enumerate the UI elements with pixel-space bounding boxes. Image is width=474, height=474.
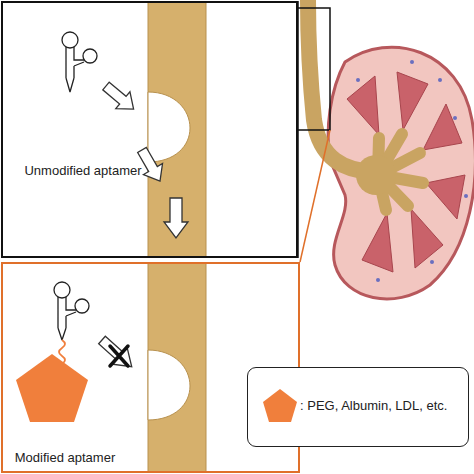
pentagon-sample: [263, 389, 297, 422]
blocked-arrow: [95, 332, 139, 375]
tubule-wall: [148, 2, 206, 257]
aptamer-loop: [62, 32, 78, 48]
tubule-edge: [206, 264, 207, 472]
pore: [148, 350, 190, 420]
legend-label: : PEG, Albumin, LDL, etc.: [300, 398, 447, 413]
panel-label: Unmodified aptamer: [24, 163, 141, 178]
pelvis-core: [356, 155, 396, 195]
ureter: [308, 0, 372, 172]
flow-arrow: [99, 78, 141, 118]
pyramid: [423, 104, 462, 150]
tubule-edge: [206, 2, 207, 257]
renal-pelvis: [308, 0, 423, 210]
pyramid: [397, 72, 428, 130]
bottom-inset-art: [16, 264, 206, 472]
dot: [410, 60, 414, 64]
legend-row: : PEG, Albumin, LDL, etc.: [248, 368, 468, 444]
dot: [356, 78, 360, 82]
zoom-leader: [300, 130, 330, 262]
aptamer-stem: [58, 297, 76, 340]
aptamer-loop: [54, 282, 70, 298]
panel-label: Modified aptamer: [15, 450, 115, 465]
pyramid: [426, 175, 465, 219]
tubule-wall: [148, 264, 206, 472]
aptamer-loop: [75, 299, 89, 313]
pyramid: [411, 209, 443, 268]
glomeruli-dots: [356, 60, 468, 282]
flow-arrows: [99, 78, 188, 238]
pentagon-carrier: [16, 354, 88, 422]
dot: [376, 278, 380, 282]
legend-box: : PEG, Albumin, LDL, etc.: [247, 367, 469, 447]
dot: [453, 116, 457, 120]
aptamer-icon: [62, 32, 97, 92]
block-cross: [110, 346, 128, 366]
pore: [148, 92, 190, 162]
aptamer-icon: [54, 282, 89, 340]
pyramid: [362, 213, 393, 272]
pyramid: [347, 76, 379, 135]
flow-arrow: [164, 198, 188, 238]
dot: [430, 260, 434, 264]
top-inset-art: [62, 2, 206, 257]
dot: [438, 78, 442, 82]
renal-pyramids: [347, 72, 465, 272]
dot: [464, 194, 468, 198]
aptamer-stem: [66, 47, 84, 92]
zoom-frame: [298, 8, 330, 130]
aptamer-loop: [83, 49, 97, 63]
inset-panel: Unmodified aptamer: [1, 1, 298, 258]
legend-swatch: [260, 386, 300, 426]
kidney: [308, 0, 474, 299]
